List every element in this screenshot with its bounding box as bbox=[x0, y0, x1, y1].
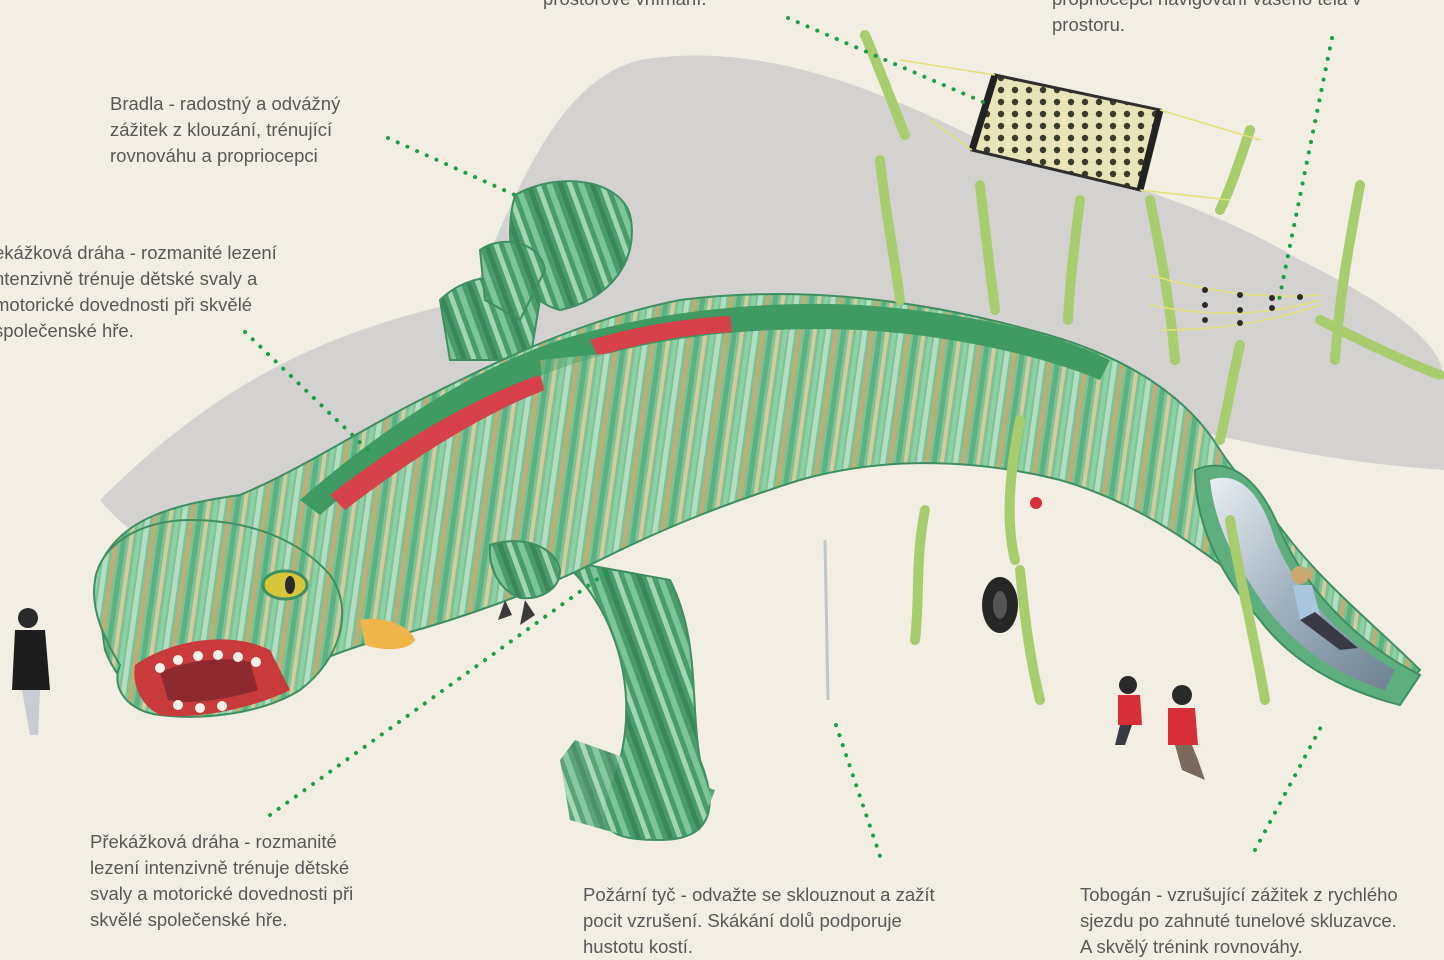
dinosaur-arm bbox=[488, 540, 562, 625]
dinosaur-body bbox=[93, 293, 1422, 714]
fire-pole bbox=[823, 539, 830, 701]
dinosaur-back-leg bbox=[559, 559, 715, 842]
leader-slide bbox=[1253, 723, 1324, 852]
adult-figure bbox=[12, 608, 50, 735]
tunnel-slide bbox=[1193, 464, 1422, 707]
children-figures bbox=[1115, 676, 1205, 780]
tire-swing bbox=[982, 497, 1042, 633]
rope-bridge bbox=[1149, 274, 1321, 331]
leader-fire-pole bbox=[834, 723, 884, 864]
dinosaur-back-plates bbox=[438, 180, 633, 361]
dinosaur-head bbox=[93, 518, 415, 718]
climbing-poles bbox=[860, 30, 1444, 705]
callout-leader-lines bbox=[243, 16, 1334, 864]
leader-obstacle-bottom bbox=[268, 568, 612, 817]
leader-obstacle-left bbox=[243, 330, 370, 452]
climbing-net bbox=[899, 59, 1261, 201]
leader-net bbox=[1276, 36, 1334, 307]
leader-bars bbox=[386, 136, 517, 197]
